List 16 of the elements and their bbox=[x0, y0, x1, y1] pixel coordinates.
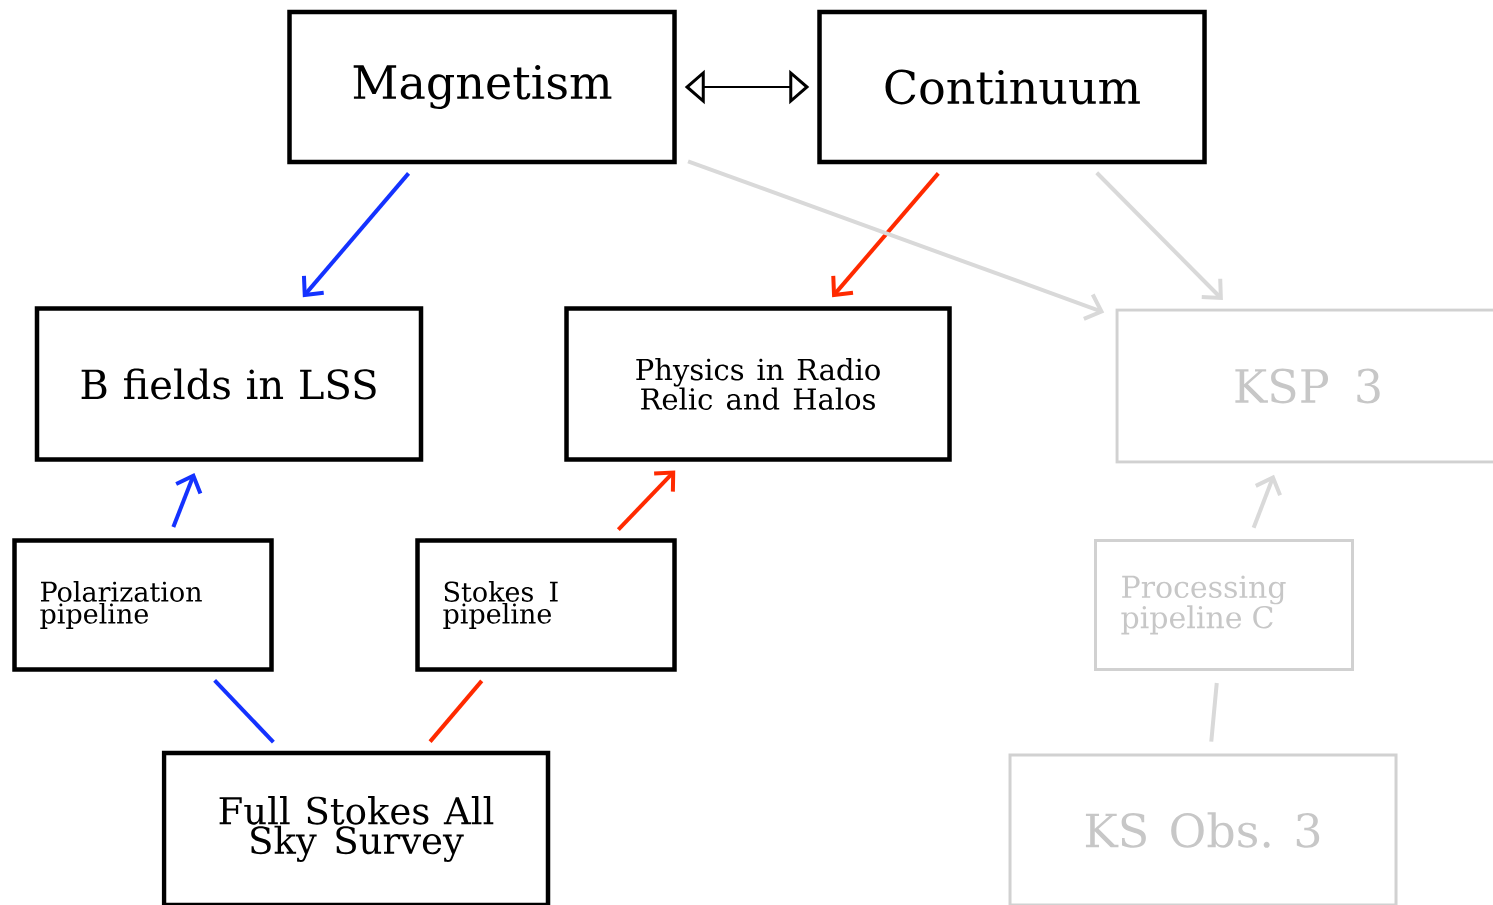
arrow bbox=[301, 172, 411, 298]
text-box: Full Stokes All Sky Survey bbox=[161, 750, 551, 905]
text-box: KSP 3 bbox=[1115, 308, 1493, 464]
text-box: Stokes I pipeline bbox=[415, 538, 677, 672]
text-box: Polarization pipeline bbox=[12, 538, 274, 672]
arrow bbox=[616, 470, 676, 531]
arrow bbox=[171, 472, 203, 528]
text-box: Processing pipeline C bbox=[1094, 539, 1354, 671]
text-box: Magnetism bbox=[287, 9, 677, 165]
arrow bbox=[1095, 171, 1223, 300]
text-box: KS Obs. 3 bbox=[1008, 753, 1398, 905]
arrow bbox=[687, 159, 1105, 321]
text-box: B fields in LSS bbox=[34, 306, 424, 462]
arrow bbox=[831, 172, 940, 298]
text-box: Physics in Radio Relic and Halos bbox=[564, 306, 952, 462]
text-box: Continuum bbox=[817, 9, 1207, 165]
